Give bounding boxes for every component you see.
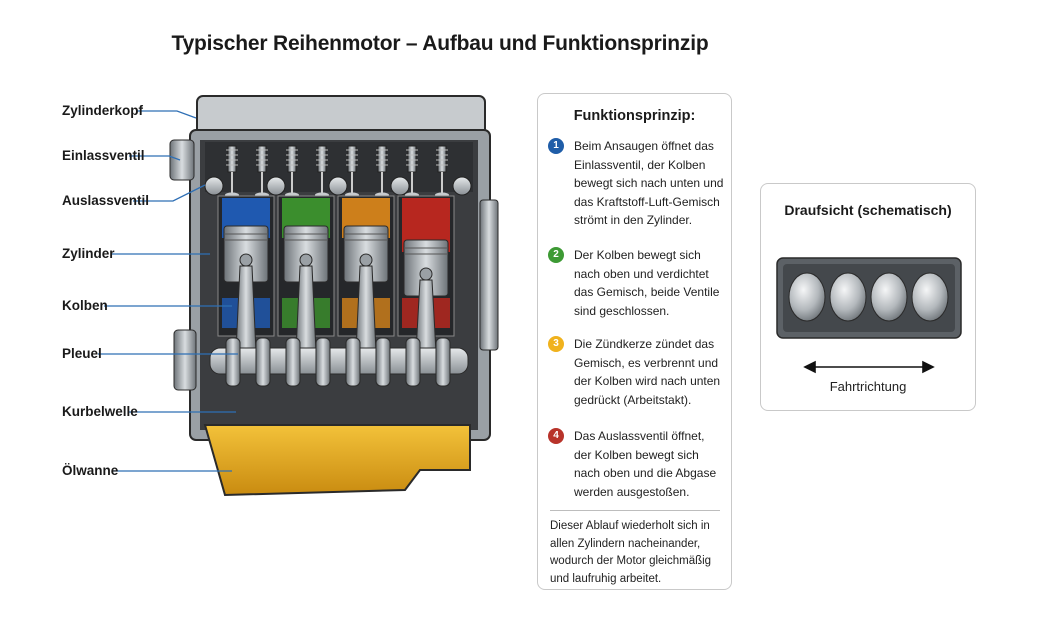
top-view-bore-2 [830,273,866,321]
label-4: Zylinder [62,246,115,261]
step-3-text: Die Zündkerze zündet das Gemisch, es ver… [574,335,724,409]
label-3: Auslassventil [62,193,149,208]
step-2-text: Der Kolben bewegt sich nach oben und ver… [574,246,724,320]
label-8: Ölwanne [62,463,118,478]
top-view-illustration [761,184,977,412]
top-view-bore-3 [871,273,907,321]
direction-arrow [805,362,933,372]
function-panel: Funktionsprinzip: 1 Beim Ansaugen öffnet… [537,93,732,590]
step-4-badge: 4 [548,428,564,444]
function-summary: Dieser Ablauf wiederholt sich in allen Z… [550,518,728,588]
leader-line-1 [137,111,196,118]
label-1: Zylinderkopf [62,103,143,118]
step-3-badge: 3 [548,336,564,352]
label-7: Kurbelwelle [62,404,138,419]
label-5: Kolben [62,298,108,313]
label-6: Pleuel [62,346,102,361]
panel-divider [550,510,720,511]
label-2: Einlassventil [62,148,145,163]
step-4-text: Das Auslassventil öffnet, der Kolben bew… [574,427,724,501]
top-view-panel: Draufsicht (schematisch) Fahrtrichtung [760,183,976,411]
direction-label: Fahrtrichtung [761,379,975,394]
step-2-badge: 2 [548,247,564,263]
function-title: Funktionsprinzip: [538,108,731,124]
top-view-bore-4 [912,273,948,321]
step-1-badge: 1 [548,138,564,154]
top-view-bore-1 [789,273,825,321]
step-1-text: Beim Ansaugen öffnet das Einlassventil, … [574,137,724,230]
